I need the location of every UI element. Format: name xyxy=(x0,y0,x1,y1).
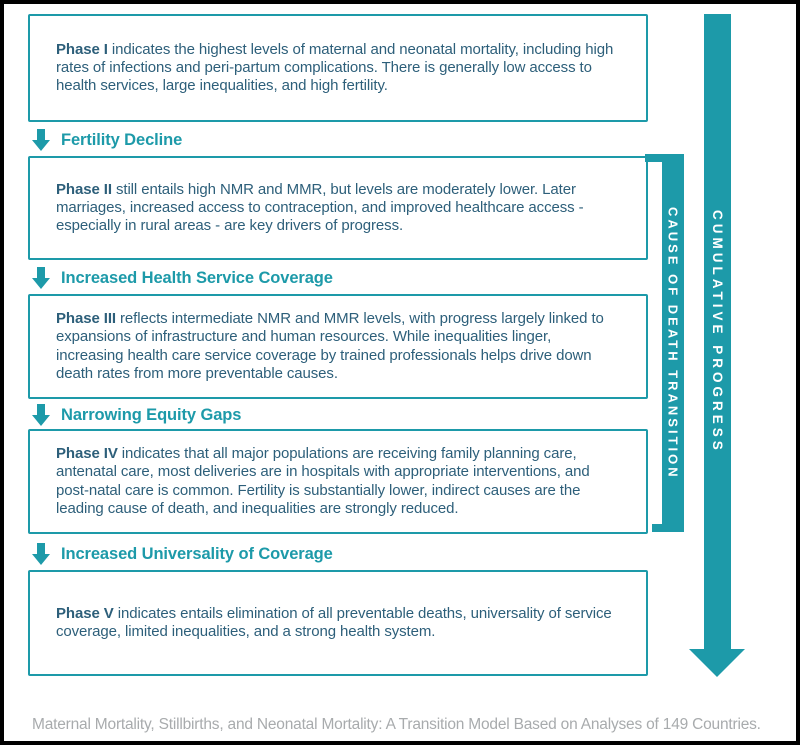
phase-2-box: Phase II still entails high NMR and MMR,… xyxy=(28,156,648,260)
down-arrow-icon xyxy=(32,267,50,289)
phase-3-box: Phase III reflects intermediate NMR and … xyxy=(28,294,648,399)
arrowhead-down-icon xyxy=(689,649,745,677)
phase-5-title: Phase V xyxy=(56,604,114,622)
phase-2-description: still entails high NMR and MMR, but leve… xyxy=(56,180,584,235)
phase-1-box: Phase I indicates the highest levels of … xyxy=(28,14,648,122)
phase-2-title: Phase II xyxy=(56,180,112,198)
transition-label: Increased Universality of Coverage xyxy=(61,544,333,563)
transition-label: Increased Health Service Coverage xyxy=(61,268,333,287)
phase-5-text: Phase V indicates entails elimination of… xyxy=(56,605,616,642)
phase-1-description: indicates the highest levels of maternal… xyxy=(56,40,614,95)
phase-4-text: Phase IV indicates that all major popula… xyxy=(56,445,616,518)
phase-4-description: indicates that all major populations are… xyxy=(56,444,590,517)
phase-5-description: indicates entails elimination of all pre… xyxy=(56,604,612,640)
phase-3-text: Phase III reflects intermediate NMR and … xyxy=(56,310,616,383)
cause-of-death-transition-bracket: CAUSE OF DEATH TRANSITION xyxy=(645,154,684,532)
cause-of-death-transition-label: CAUSE OF DEATH TRANSITION xyxy=(665,206,681,480)
cumulative-progress-label: CUMULATIVE PROGRESS xyxy=(710,209,725,454)
cumulative-progress-bar: CUMULATIVE PROGRESS xyxy=(704,14,731,649)
down-arrow-icon xyxy=(32,404,50,426)
phase-5-box: Phase V indicates entails elimination of… xyxy=(28,570,648,676)
transition-label: Fertility Decline xyxy=(61,130,183,149)
phase-1-title: Phase I xyxy=(56,40,108,58)
phase-4-box: Phase IV indicates that all major popula… xyxy=(28,429,648,534)
down-arrow-icon xyxy=(32,543,50,565)
phase-3-title: Phase III xyxy=(56,309,116,327)
transition-label: Narrowing Equity Gaps xyxy=(61,405,242,424)
transition-increased-universality-of-coverage: Increased Universality of Coverage xyxy=(32,542,333,566)
transition-fertility-decline: Fertility Decline xyxy=(32,128,182,152)
transition-increased-health-service-coverage: Increased Health Service Coverage xyxy=(32,266,333,290)
transition-narrowing-equity-gaps: Narrowing Equity Gaps xyxy=(32,403,241,427)
phase-3-description: reflects intermediate NMR and MMR levels… xyxy=(56,309,604,382)
phase-1-text: Phase I indicates the highest levels of … xyxy=(56,41,616,96)
down-arrow-icon xyxy=(32,129,50,151)
phase-2-text: Phase II still entails high NMR and MMR,… xyxy=(56,181,616,236)
figure-caption: Maternal Mortality, Stillbirths, and Neo… xyxy=(32,716,761,733)
phase-4-title: Phase IV xyxy=(56,444,118,462)
